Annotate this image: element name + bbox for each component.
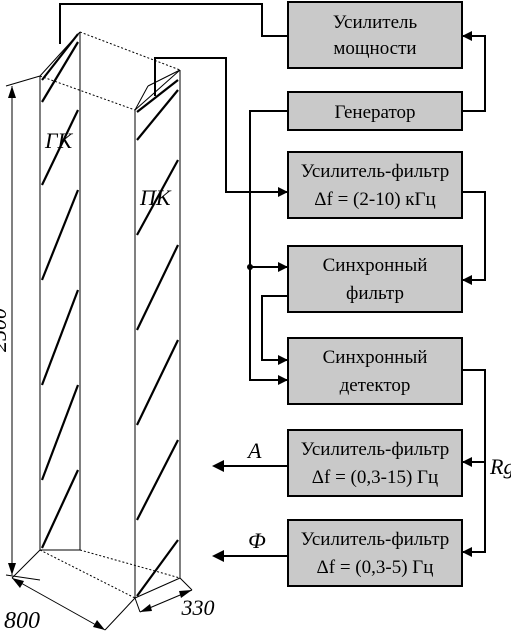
arrow-power-in [462, 31, 472, 41]
wire-gen-reference [249, 110, 288, 381]
block-line: Δf = (0,3-5) Гц [317, 557, 434, 578]
block-line: Усилитель-фильтр [301, 439, 450, 460]
arrow-detector-in [278, 355, 288, 365]
wire-power-to-gk [59, 3, 288, 44]
dimension-height: 2500 [0, 75, 41, 581]
height-label: 2500 [0, 308, 11, 352]
arrow-syncfilter-ref [278, 262, 288, 272]
receiver-coil-label: ПК [139, 185, 172, 210]
block-line: детектор [340, 375, 411, 396]
sync-filter-block: Синхронный фильтр [287, 245, 463, 313]
receiver-coil-frame [134, 69, 181, 599]
arrow-output-amplitude [212, 460, 224, 472]
sync-detector-block: Синхронный детектор [287, 337, 463, 405]
output-phase-label: Ф [248, 528, 266, 553]
block-line: фильтр [346, 283, 404, 304]
block-line: Δf = (2-10) кГц [314, 189, 435, 210]
wire-syncfilter-to-detector [261, 295, 288, 361]
output-amplitude-label: A [246, 438, 262, 463]
resistor-label: Rg [489, 454, 511, 479]
wire-gen-to-power [462, 35, 486, 112]
arrow-detector-ref [278, 375, 288, 385]
amp-filter-2-block: Усилитель-фильтр Δf = (0,3-15) Гц [287, 429, 463, 497]
amp-filter-1-block: Усилитель-фильтр Δf = (2-10) кГц [287, 151, 463, 219]
arrow-filter2-in [462, 457, 472, 467]
generator-coil-label: ГК [44, 128, 74, 153]
arrow-filter1-in [278, 187, 288, 197]
block-line: Усилитель-фильтр [301, 161, 450, 182]
dimension-depth: 330 [134, 577, 215, 620]
arrow-output-phase [212, 550, 224, 562]
block-line: Синхронный [323, 347, 428, 368]
arrow-syncfilter-in [462, 275, 472, 285]
block-line: Δf = (0,3-15) Гц [312, 467, 438, 488]
generator-block: Генератор [287, 91, 463, 131]
amp-filter-3-block: Усилитель-фильтр Δf = (0,3-5) Гц [287, 519, 463, 587]
frame-hidden-edges [39, 75, 136, 599]
wire-pk-to-filter1 [154, 57, 288, 193]
power-amplifier-block: Усилитель мощности [287, 1, 463, 69]
block-line: мощности [333, 38, 416, 59]
depth-label: 330 [181, 595, 215, 620]
generator-coil-frame [39, 31, 181, 579]
block-line: Генератор [334, 102, 415, 123]
width-label: 800 [4, 608, 40, 634]
block-line: Синхронный [323, 255, 428, 276]
block-line: Усилитель-фильтр [301, 529, 450, 550]
dimension-width: 800 [4, 549, 136, 634]
block-line: Усилитель [333, 12, 418, 33]
arrow-filter3-in [462, 547, 472, 557]
wire-filter1-to-syncfilter [462, 191, 486, 281]
